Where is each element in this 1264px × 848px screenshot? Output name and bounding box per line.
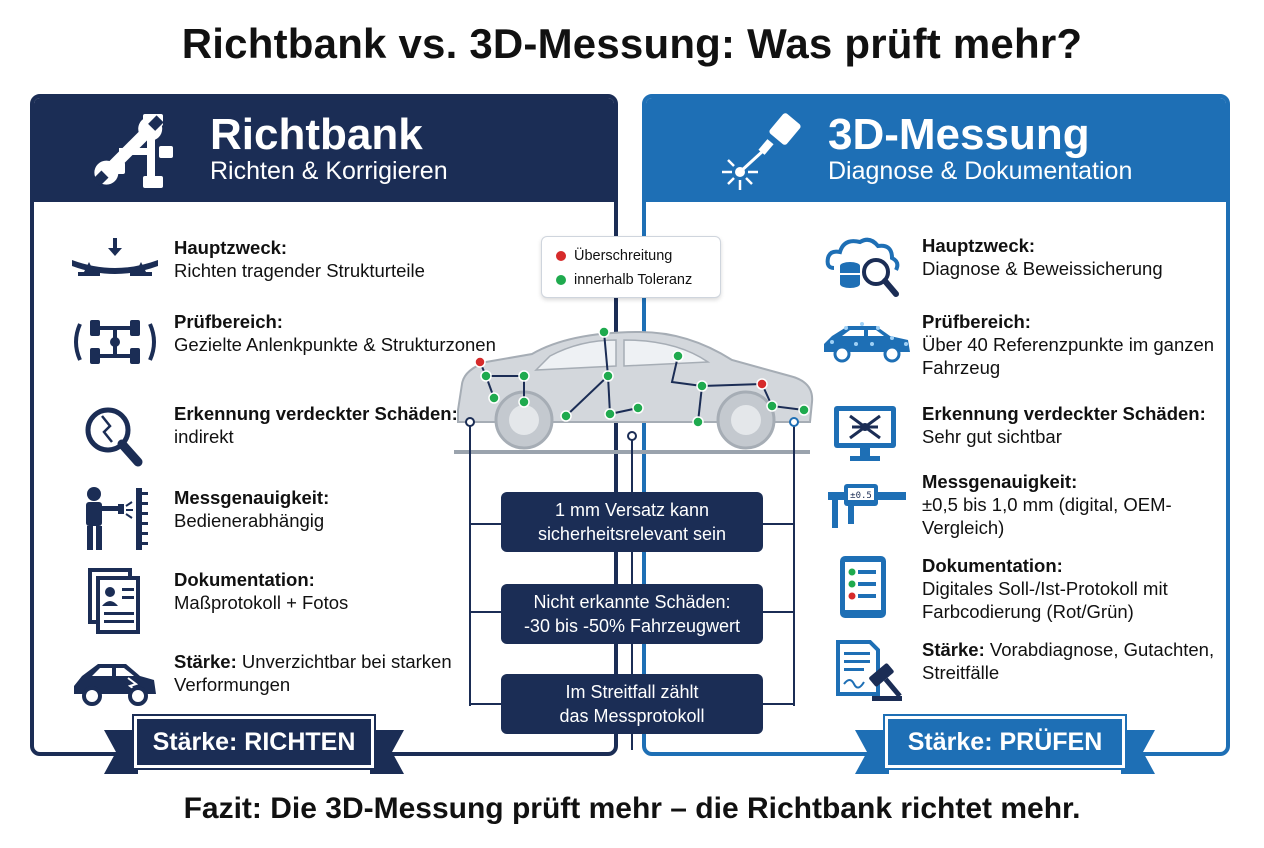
tablet-report-icon: [840, 556, 886, 618]
item-text: Vorabdiagnose, Gutachten, Streitfälle: [922, 639, 1215, 683]
richtbank-heading: Richtbank: [210, 110, 423, 159]
list-item: Dokumentation: Maßprotokoll + Fotos: [70, 568, 530, 638]
item-label: Messgenauigkeit:: [174, 487, 330, 508]
richten-banner-label: Stärke: RICHTEN: [132, 714, 376, 770]
list-item: Dokumentation: Digitales Soll-/Ist-Proto…: [822, 554, 1222, 624]
conclusion: Fazit: Die 3D-Messung prüft mehr – die R…: [183, 792, 1081, 825]
list-item: Prüfbereich: Über 40 Referenzpunkte im g…: [822, 310, 1222, 380]
list-item: Messgenauigkeit: Bedienerabhängig: [70, 486, 530, 556]
ribbon-tail-right-icon: [370, 730, 404, 774]
list-item: Erkennung verdeckter Schäden: Eher indir…: [70, 402, 530, 472]
item-label: Dokumentation:: [922, 555, 1063, 576]
item-text: Sehr gut sichtbar: [922, 426, 1062, 447]
item-label: Erkennung verdeckter Schäden:: [922, 403, 1206, 424]
list-item: Hauptzweck: Richten tragender Strukturte…: [70, 236, 530, 306]
pruefen-banner-label: Stärke: PRÜFEN: [883, 714, 1127, 770]
technician-measuring-icon: [86, 487, 148, 550]
3d-messung-subheading: Diagnose & Dokumentation: [828, 157, 1133, 185]
caliper-readout: ±0.5: [850, 491, 872, 501]
green-dot-icon: [556, 275, 566, 285]
item-label: Stärke:: [174, 651, 237, 672]
item-text: Digitales Soll-/Ist-Protokoll mit Farbco…: [922, 578, 1168, 622]
wrench-frame-icon: [92, 114, 173, 188]
3d-messung-panel: 3D-Messung Diagnose & Dokumentation Haup…: [642, 94, 1230, 756]
item-label: Hauptzweck:: [922, 235, 1036, 256]
richtbank-header: Richtbank Richten & Korrigieren: [34, 98, 614, 202]
item-label: Dokumentation:: [174, 569, 315, 590]
list-item: Prüfbereich: Gezielte Anlenkpunkte & Str…: [70, 310, 530, 380]
list-item: ±0.5 Messgenauigkeit: ±0,5 bis 1,0 mm (d…: [822, 470, 1222, 540]
ribbon-tail-left-icon: [104, 730, 138, 774]
list-item: Stärke: Unverzichtbar bei starken Verfor…: [70, 650, 530, 720]
reference-points: [474, 326, 810, 428]
callout-streitfall: Im Streitfall zählt das Messprotokoll: [501, 674, 763, 734]
monitor-scan-icon: [834, 406, 896, 461]
document-photo-icon: [88, 568, 140, 634]
laser-scanner-icon: [722, 113, 801, 190]
item-label: Messgenauigkeit:: [922, 471, 1078, 492]
3d-messung-header: 3D-Messung Diagnose & Dokumentation: [646, 98, 1226, 202]
digital-caliper-icon: ±0.5: [828, 484, 906, 528]
item-text: Unverzichtbar bei starken Verformungen: [174, 651, 452, 695]
legend-item-exceed: Überschreitung: [556, 248, 672, 264]
magnifier-crack-icon: [85, 407, 143, 467]
red-dot-icon: [556, 251, 566, 261]
legend-item-within: innerhalb Toleranz: [556, 272, 692, 288]
bending-beam-icon: [72, 238, 158, 276]
callout-fahrzeugwert: Nicht erkannte Schäden: -30 bis -50% Fah…: [501, 584, 763, 644]
car-reference-points-icon: [824, 322, 910, 363]
pruefen-banner: Stärke: PRÜFEN: [855, 714, 1155, 786]
item-label: Prüfbereich:: [174, 311, 283, 332]
richtbank-subheading: Richten & Korrigieren: [210, 157, 448, 185]
item-text: Bedienerabhängig: [174, 510, 325, 531]
callout-versatz: 1 mm Versatz kann sicherheitsrelevant se…: [501, 492, 763, 552]
ribbon-tail-left-icon: [855, 730, 889, 774]
item-label: Prüfbereich:: [922, 311, 1031, 332]
gavel-document-icon: [836, 640, 902, 701]
page-title: Richtbank vs. 3D-Messung: Was prüft mehr…: [181, 20, 1083, 67]
item-label: Stärke:: [922, 639, 985, 660]
legend: Überschreitung innerhalb Toleranz: [541, 236, 721, 298]
cloud-data-search-icon: [825, 237, 900, 297]
damaged-car-icon: [74, 664, 156, 706]
item-label: Hauptzweck:: [174, 237, 288, 258]
ribbon-tail-right-icon: [1121, 730, 1155, 774]
chassis-points-icon: [74, 320, 156, 364]
item-label: Erkennung verdeckter Schäden:: [174, 403, 458, 424]
item-text: Über 40 Referenzpunkte im ganzen Fahrzeu…: [922, 334, 1215, 378]
item-text: Maßprotokoll + Fotos: [174, 592, 349, 613]
list-item: Stärke: Vorabdiagnose, Gutachten, Streit…: [822, 638, 1222, 708]
3d-messung-heading: 3D-Messung: [828, 110, 1090, 159]
car-measurement-diagram: [454, 326, 814, 750]
richten-banner: Stärke: RICHTEN: [104, 714, 404, 786]
item-text: Gezielte Anlenkpunkte & Strukturzonen: [174, 334, 496, 355]
item-text: ±0,5 bis 1,0 mm (digital, OEM-Vergleich): [922, 494, 1172, 538]
item-text: Diagnose & Beweissicherung: [922, 258, 1163, 279]
item-text: Richten tragender Strukturteile: [174, 260, 425, 281]
list-item: Hauptzweck: Diagnose & Beweissicherung: [822, 234, 1222, 304]
list-item: Erkennung verdeckter Schäden: Sehr gut s…: [822, 402, 1222, 472]
